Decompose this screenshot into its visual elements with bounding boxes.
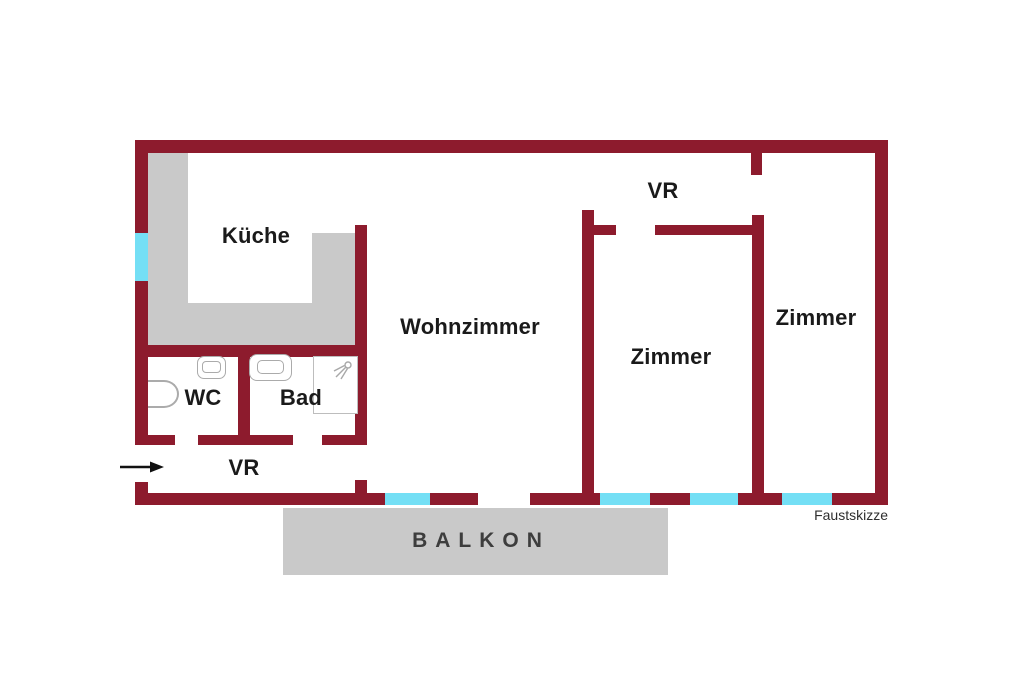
label-wohnzimmer: Wohnzimmer [400,314,540,339]
toilet-icon [148,380,179,408]
wall-wc-bad [238,357,250,435]
wall-vr-zimmer-middle [655,225,752,235]
wall-zimmer-middle-door-stub [594,225,616,235]
label-vr-top: VR [647,178,679,203]
caption-faustskizze: Faustskizze [814,507,888,523]
wc-sink-icon [197,356,226,379]
window-bottom-zimmer-middle-1 [600,493,650,505]
wall-kueche-bottom [135,345,367,357]
label-zimmer-right: Zimmer [775,305,857,330]
window-bottom-zimmer-middle-2 [690,493,738,505]
label-wc: WC [184,385,222,410]
label-kueche: Küche [221,223,291,248]
bottom-wall-seg-2 [430,493,478,505]
outer-wall-right [875,140,888,505]
bottom-wall-seg-4 [650,493,690,505]
label-zimmer-middle: Zimmer [630,344,712,369]
wall-zimmer-divider [752,215,764,493]
balcony-slab [283,508,668,575]
wall-bad-bottom-right [322,435,367,445]
bottom-wall-seg-6 [832,493,888,505]
wall-wc-bottom-left [148,435,175,445]
outer-wall-top [135,140,888,153]
wall-kueche-wohnzimmer [355,225,367,445]
kitchen-counter-right [312,233,355,345]
shower-stall [313,356,358,414]
wall-vr-top-stub [751,153,762,175]
bottom-wall-seg-1 [135,493,385,505]
bottom-wall-seg-5 [738,493,782,505]
wall-vr-stub-bottom [355,480,367,493]
window-left [135,233,148,281]
entrance-arrow-icon [120,461,164,473]
label-balkon: BALKON [412,529,550,552]
window-bottom-wohnzimmer [385,493,430,505]
bad-sink-icon [249,354,292,381]
label-bad: Bad [279,385,323,410]
window-bottom-zimmer-right [782,493,832,505]
label-vr-bottom: VR [228,455,260,480]
bottom-wall-seg-3 [530,493,600,505]
outer-wall-left-middle [135,281,148,445]
shower-head-icon [333,361,352,380]
outer-wall-left-upper [135,140,148,233]
wall-zimmer-middle-left [582,210,594,493]
wall-wc-bad-bottom-middle [198,435,293,445]
